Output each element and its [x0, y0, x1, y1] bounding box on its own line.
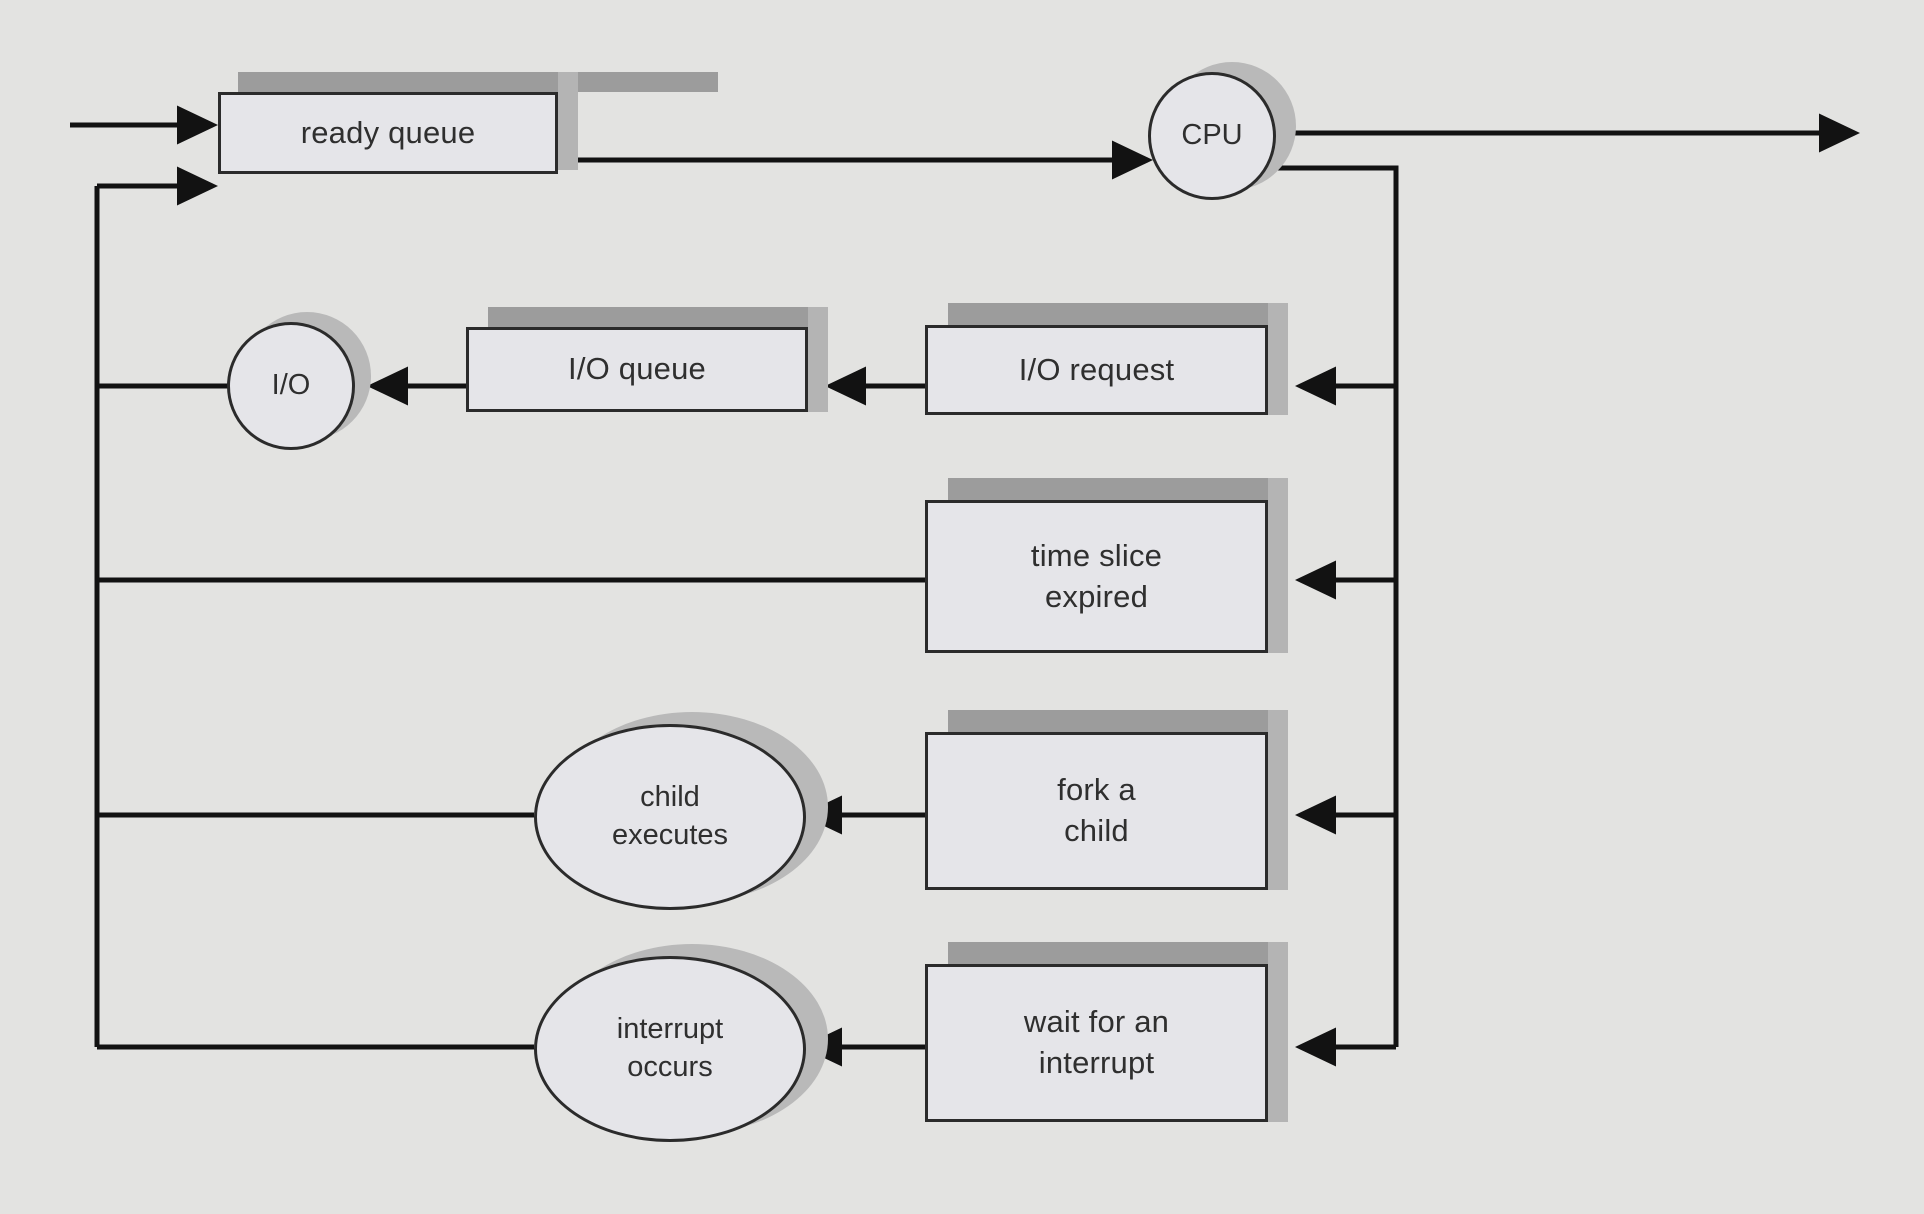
node-cpu[interactable]: CPU [1148, 72, 1276, 200]
node-ready-queue[interactable]: ready queue [218, 92, 558, 174]
node-child-executes-label: child executes [611, 781, 729, 851]
io-request-shadow-top [948, 303, 1288, 325]
node-child-executes[interactable]: child executes [534, 724, 806, 910]
node-io-queue[interactable]: I/O queue [466, 327, 808, 412]
ready-queue-shadow-right [558, 72, 578, 170]
io-request-shadow-right [1268, 303, 1288, 415]
node-interrupt-occurs-label: interrupt occurs [616, 1013, 724, 1083]
ready-queue-shadow-top [238, 72, 718, 92]
wait-interrupt-shadow-right [1268, 942, 1288, 1122]
node-time-slice-expired[interactable]: time slice expired [925, 500, 1268, 653]
node-cpu-label: CPU [1181, 119, 1243, 152]
node-wait-for-an-interrupt[interactable]: wait for an interrupt [925, 964, 1268, 1122]
edge-cpu-right-bus [1272, 165, 1399, 1047]
fork-child-shadow-top [948, 710, 1288, 732]
node-io-queue-label: I/O queue [568, 351, 706, 387]
fork-child-shadow-right [1268, 710, 1288, 890]
node-fork-a-child[interactable]: fork a child [925, 732, 1268, 890]
node-io-request-label: I/O request [1018, 351, 1175, 387]
node-time-slice-expired-label: time slice expired [1030, 537, 1163, 614]
io-queue-shadow-right [808, 307, 828, 412]
io-queue-shadow-top [488, 307, 828, 327]
wait-interrupt-shadow-top [948, 942, 1288, 964]
node-interrupt-occurs[interactable]: interrupt occurs [534, 956, 806, 1142]
node-io-request[interactable]: I/O request [925, 325, 1268, 415]
node-io[interactable]: I/O [227, 322, 355, 450]
node-wait-for-an-interrupt-label: wait for an interrupt [1023, 1004, 1170, 1080]
node-fork-a-child-label: fork a child [1057, 772, 1136, 848]
time-slice-shadow-top [948, 478, 1288, 500]
node-ready-queue-label: ready queue [300, 114, 476, 150]
node-io-label: I/O [271, 369, 311, 402]
time-slice-shadow-right [1268, 478, 1288, 653]
